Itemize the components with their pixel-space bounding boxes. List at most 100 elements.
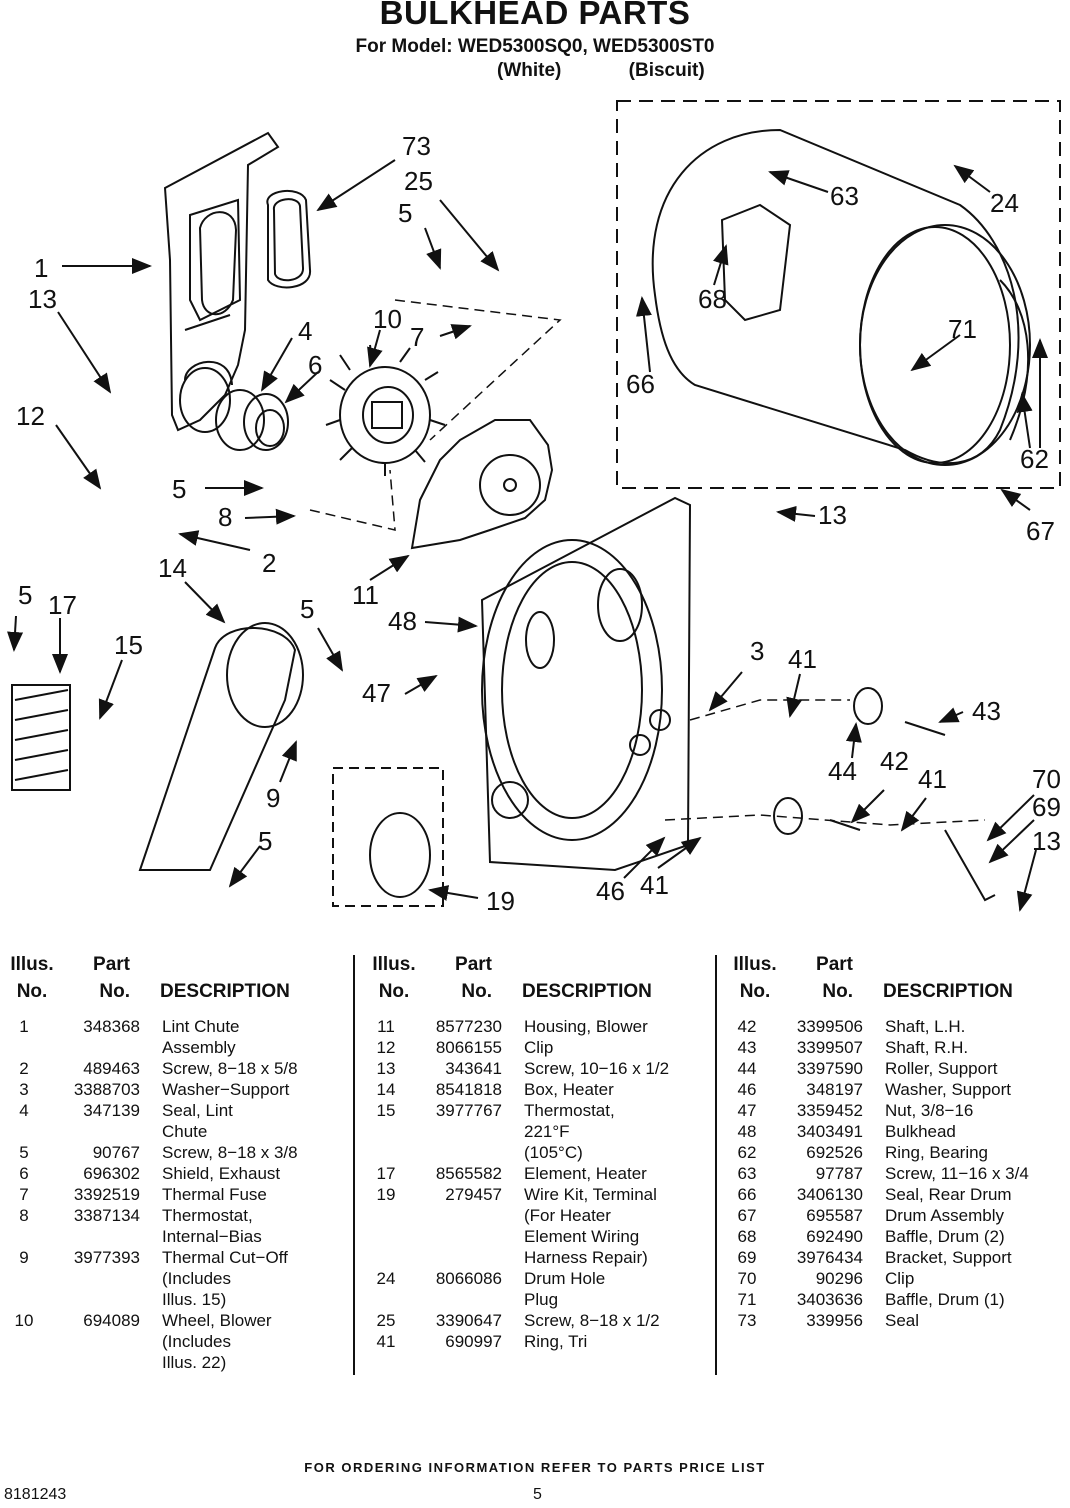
callout-24: 24 [990,188,1019,218]
illus-number: 66 [737,1185,757,1204]
header-illus-no: No. [739,981,771,1002]
part-description: Bulkhead [885,1122,956,1141]
callout-71: 71 [948,314,977,344]
model-colors: (White) (Biscuit) [497,60,705,82]
illus-number: 2 [19,1059,29,1078]
part-number: 343641 [445,1059,502,1078]
callout-62: 62 [1020,444,1049,474]
header-illus: Illus. [372,954,416,975]
illus-number: 17 [376,1164,396,1183]
lint-seal-part [215,389,265,451]
header-illus: Illus. [10,954,54,975]
callout-5: 5 [18,580,32,610]
lint-chute-assembly [163,131,280,433]
part-description: Assembly [162,1038,236,1057]
callout-13: 13 [28,284,57,314]
illus-number: 10 [14,1311,34,1330]
part-number: 489463 [83,1059,140,1078]
part-number: 3406130 [796,1185,863,1204]
illus-number: 43 [737,1038,757,1057]
callout-70: 70 [1032,764,1061,794]
part-description: Element, Heater [524,1164,647,1183]
callout-12: 12 [16,401,45,431]
drum-part [651,128,1031,466]
callout-41: 41 [640,870,669,900]
part-number: 692490 [806,1227,863,1246]
part-description: Housing, Blower [524,1017,648,1036]
illus-number: 47 [737,1101,757,1120]
part-number: 3390647 [435,1311,502,1330]
part-description: Bracket, Support [885,1248,1012,1267]
part-number: 8541818 [435,1080,502,1099]
callout-67: 67 [1026,516,1055,546]
illus-number: 8 [19,1206,29,1225]
lint-chute-seal-part [266,189,312,289]
bulkhead-part [480,496,692,872]
color-white-label: (White) [497,60,562,81]
part-description: Seal [885,1311,920,1330]
part-description: Washer, Support [885,1080,1011,1099]
illus-number: 71 [737,1290,757,1309]
part-description: Ring, Tri [524,1332,588,1351]
callout-4: 4 [298,316,312,346]
illus-number: 63 [737,1164,757,1183]
callout-41: 41 [918,764,947,794]
callout-66: 66 [626,369,655,399]
illus-number: 13 [376,1059,396,1078]
part-description: Clip [885,1269,915,1288]
model-subtitle: For Model: WED5300SQ0, WED5300ST0 [355,36,715,57]
part-number: 3392519 [73,1185,140,1204]
callout-5: 5 [300,594,314,624]
part-description: Lint Chute [162,1017,240,1036]
callout-14: 14 [158,553,187,583]
part-description: (105°C) [524,1143,583,1162]
drum-assembly-boundary [616,100,1061,489]
header-description: DESCRIPTION [883,981,1013,1002]
illus-number: 11 [377,1017,395,1036]
part-number: 348368 [83,1017,140,1036]
illus-number: 15 [376,1101,396,1120]
callout-73: 73 [402,131,431,161]
document-number: 8181243 [4,1486,67,1503]
part-number: 279457 [445,1185,502,1204]
callout-17: 17 [48,590,77,620]
part-description: Wheel, Blower [162,1311,272,1330]
part-description: Thermostat, [162,1206,253,1225]
heater-element-part [11,684,71,791]
callout-25: 25 [404,166,433,196]
part-number: 3359452 [796,1101,863,1120]
callout-13: 13 [818,500,847,530]
heater-box-part [138,622,304,871]
blower-wheel-part [325,344,446,476]
illus-number: 62 [737,1143,757,1162]
part-number: 3388703 [73,1080,140,1099]
callout-19: 19 [486,886,515,916]
illus-number: 6 [19,1164,29,1183]
callout-5: 5 [258,826,272,856]
column-divider-2 [715,955,717,1375]
part-description: Chute [162,1122,208,1141]
part-number: 696302 [83,1164,140,1183]
illus-number: 69 [737,1248,757,1267]
illus-number: 7 [19,1185,29,1204]
callout-13: 13 [1032,826,1061,856]
illus-number: 44 [737,1059,757,1078]
illus-number: 68 [737,1227,757,1246]
part-number: 8565582 [435,1164,502,1183]
part-number: 90767 [92,1143,140,1162]
part-description: Screw, 8−18 x 3/8 [162,1143,298,1162]
callout-41: 41 [788,644,817,674]
part-description: (Includes [162,1332,231,1351]
callout-9: 9 [266,783,280,813]
part-description: Screw, 10−16 x 1/2 [524,1059,670,1078]
part-number: 97787 [815,1164,863,1183]
part-number: 695587 [806,1206,863,1225]
header-part: Part [455,954,492,975]
part-description: Baffle, Drum (1) [885,1290,1005,1309]
part-description: Shaft, L.H. [885,1017,966,1036]
part-number: 3403491 [796,1122,863,1141]
part-number: 3387134 [73,1206,140,1225]
part-description: (Includes [162,1269,231,1288]
part-description: Screw, 8−18 x 5/8 [162,1059,298,1078]
